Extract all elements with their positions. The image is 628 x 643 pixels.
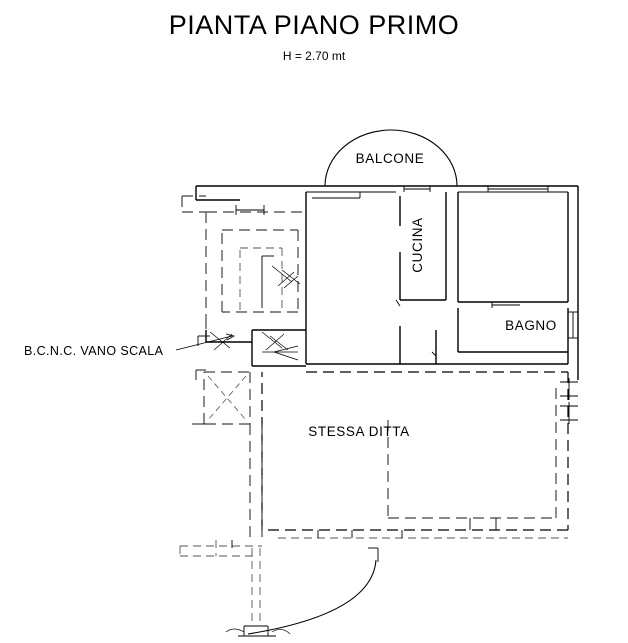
corridor-walls (399, 326, 569, 365)
void-room-lower-left (192, 369, 251, 425)
height-note: H = 2.70 mt (282, 49, 346, 63)
right-room-walls (457, 186, 569, 308)
cucina-walls (395, 186, 447, 307)
living-room-walls (305, 191, 400, 365)
vano-scala-outline (181, 195, 302, 330)
balcone-outline (324, 129, 458, 187)
room-label-bagno: BAGNO (505, 318, 557, 333)
outer-walls (195, 185, 579, 380)
lower-corridor-dashed (179, 424, 263, 557)
bottom-entry-arc (225, 547, 379, 637)
stair-direction-markers (209, 265, 301, 361)
bagno-walls (431, 308, 578, 357)
room-label-cucina: CUCINA (410, 217, 425, 272)
landing-block (197, 329, 306, 367)
vano-scala-leader (175, 333, 236, 351)
room-label-balcone: BALCONE (356, 151, 425, 166)
room-label-stessa-ditta: STESSA DITTA (308, 424, 409, 439)
page-title: PIANTA PIANO PRIMO (168, 10, 460, 40)
annotation-vano-scala: B.C.N.C. VANO SCALA (24, 344, 164, 358)
stessa-ditta-outline (261, 371, 578, 539)
